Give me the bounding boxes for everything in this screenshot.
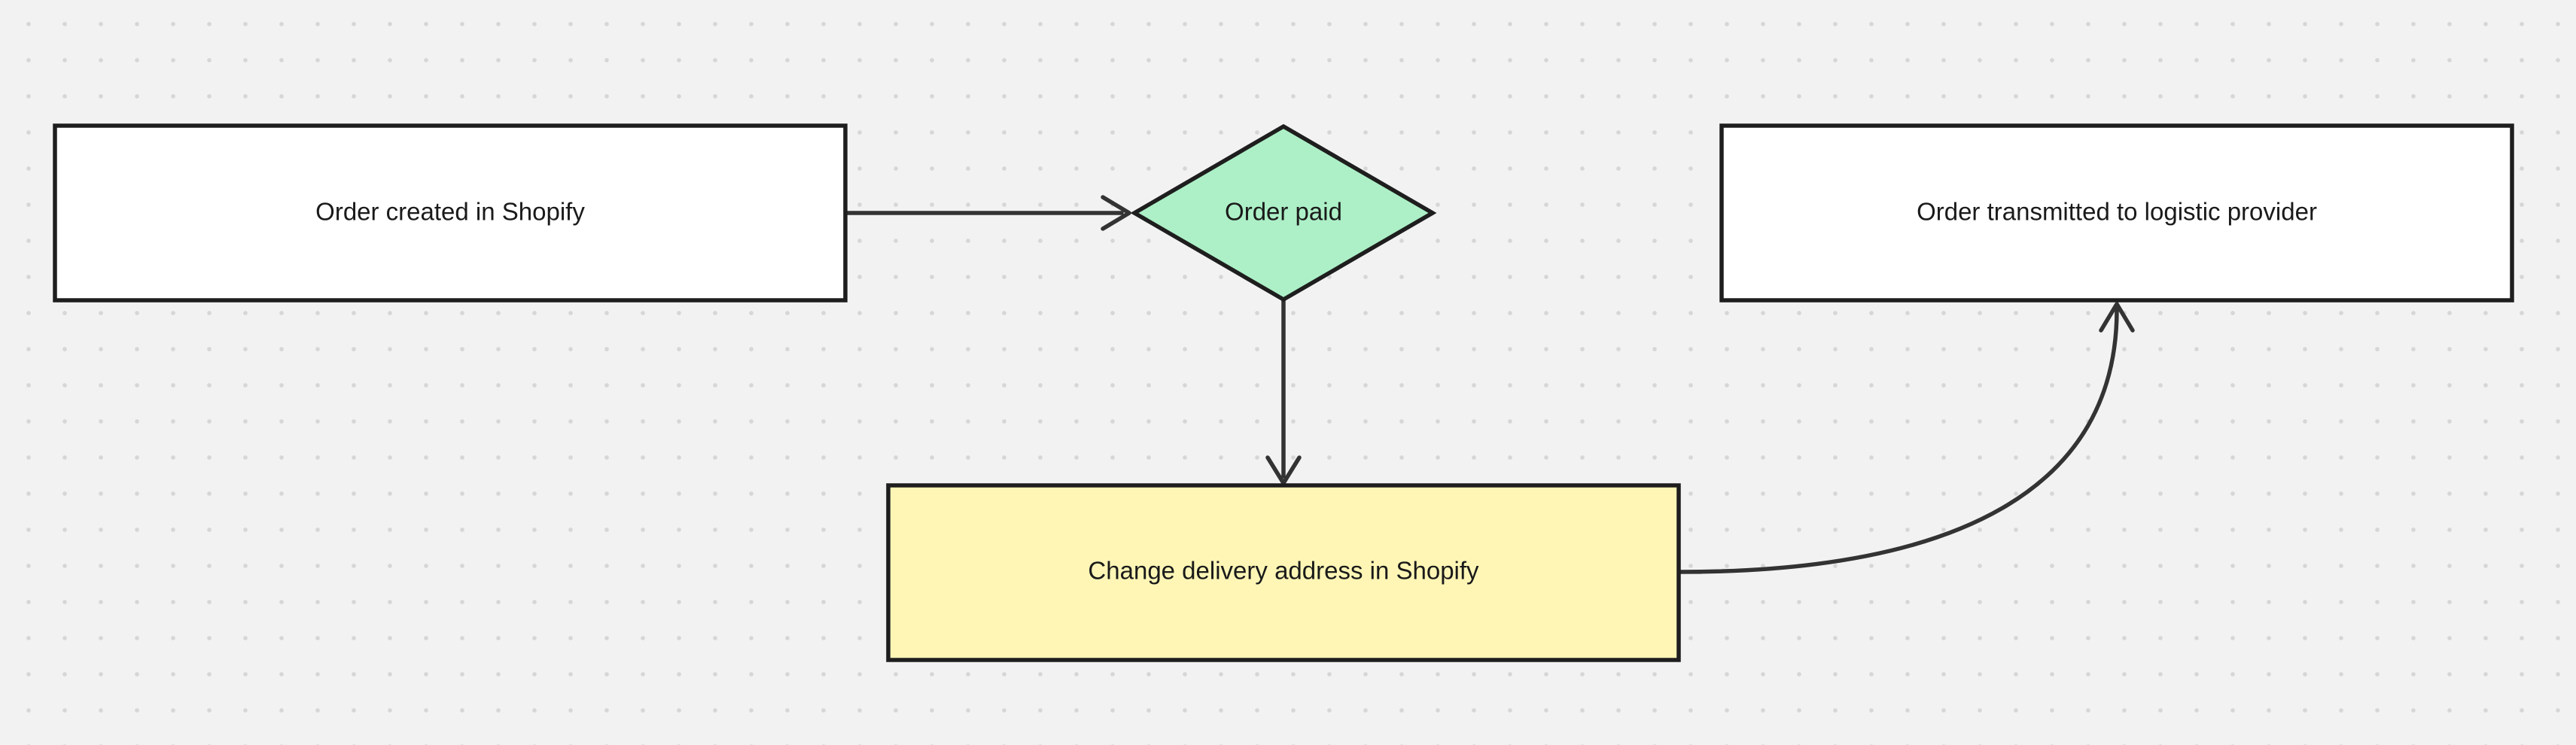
connector-order-paid-to-change-address[interactable] <box>1265 298 1302 485</box>
node-order-created[interactable]: Order created in Shopify <box>53 123 848 303</box>
node-change-address[interactable]: Change delivery address in Shopify <box>886 483 1681 662</box>
node-change-address-label: Change delivery address in Shopify <box>1088 557 1479 585</box>
connector-order-created-to-order-paid[interactable] <box>844 195 1131 231</box>
node-order-transmitted-label: Order transmitted to logistic provider <box>1917 198 2317 226</box>
node-order-transmitted[interactable]: Order transmitted to logistic provider <box>1719 123 2514 303</box>
connector-change-address-to-order-transmitted[interactable] <box>1677 302 2135 574</box>
node-order-paid[interactable]: Order paid <box>1130 123 1437 303</box>
node-order-paid-label: Order paid <box>1225 198 1342 226</box>
node-order-created-label: Order created in Shopify <box>315 198 585 226</box>
